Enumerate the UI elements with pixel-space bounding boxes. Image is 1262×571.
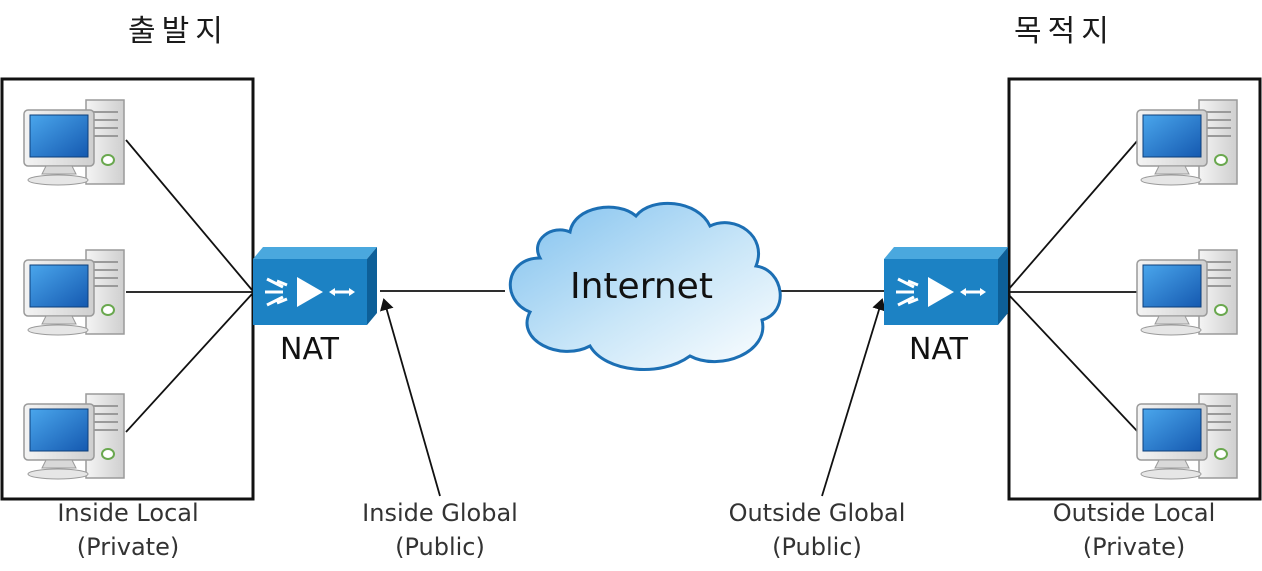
- left-nat-label: NAT: [280, 332, 339, 367]
- source-host-2-icon: [23, 249, 125, 336]
- left-host-links: [125, 139, 253, 433]
- source-caption: Inside Local (Private): [28, 496, 228, 564]
- inside-global-caption: Inside Global (Public): [340, 496, 540, 564]
- destination-caption: Outside Local (Private): [1034, 496, 1234, 564]
- right-nat-label: NAT: [909, 332, 968, 367]
- source-title: 출발지: [128, 14, 229, 49]
- source-host-1-icon: [23, 99, 125, 186]
- outside-global-arrow: [821, 298, 886, 497]
- inside-global-arrow: [380, 298, 441, 497]
- right-host-links: [1007, 139, 1139, 433]
- right-nat-router-icon: [882, 245, 1010, 327]
- source-caption-line2: (Private): [76, 533, 180, 561]
- source-caption-line1: Inside Local: [57, 499, 199, 527]
- destination-host-1-icon: [1136, 99, 1238, 186]
- inside-global-line2: (Public): [395, 533, 485, 561]
- destination-title: 목적지: [1014, 14, 1115, 49]
- source-host-3-icon: [23, 393, 125, 480]
- inside-global-line1: Inside Global: [362, 499, 518, 527]
- outside-global-line2: (Public): [772, 533, 862, 561]
- destination-host-3-icon: [1136, 393, 1238, 480]
- destination-caption-line2: (Private): [1082, 533, 1186, 561]
- destination-host-2-icon: [1136, 249, 1238, 336]
- left-nat-router-icon: [251, 245, 379, 327]
- outside-global-line1: Outside Global: [728, 499, 906, 527]
- internet-label: Internet: [570, 266, 713, 307]
- destination-caption-line1: Outside Local: [1052, 499, 1216, 527]
- internet-cloud-icon: [508, 201, 782, 371]
- outside-global-caption: Outside Global (Public): [712, 496, 922, 564]
